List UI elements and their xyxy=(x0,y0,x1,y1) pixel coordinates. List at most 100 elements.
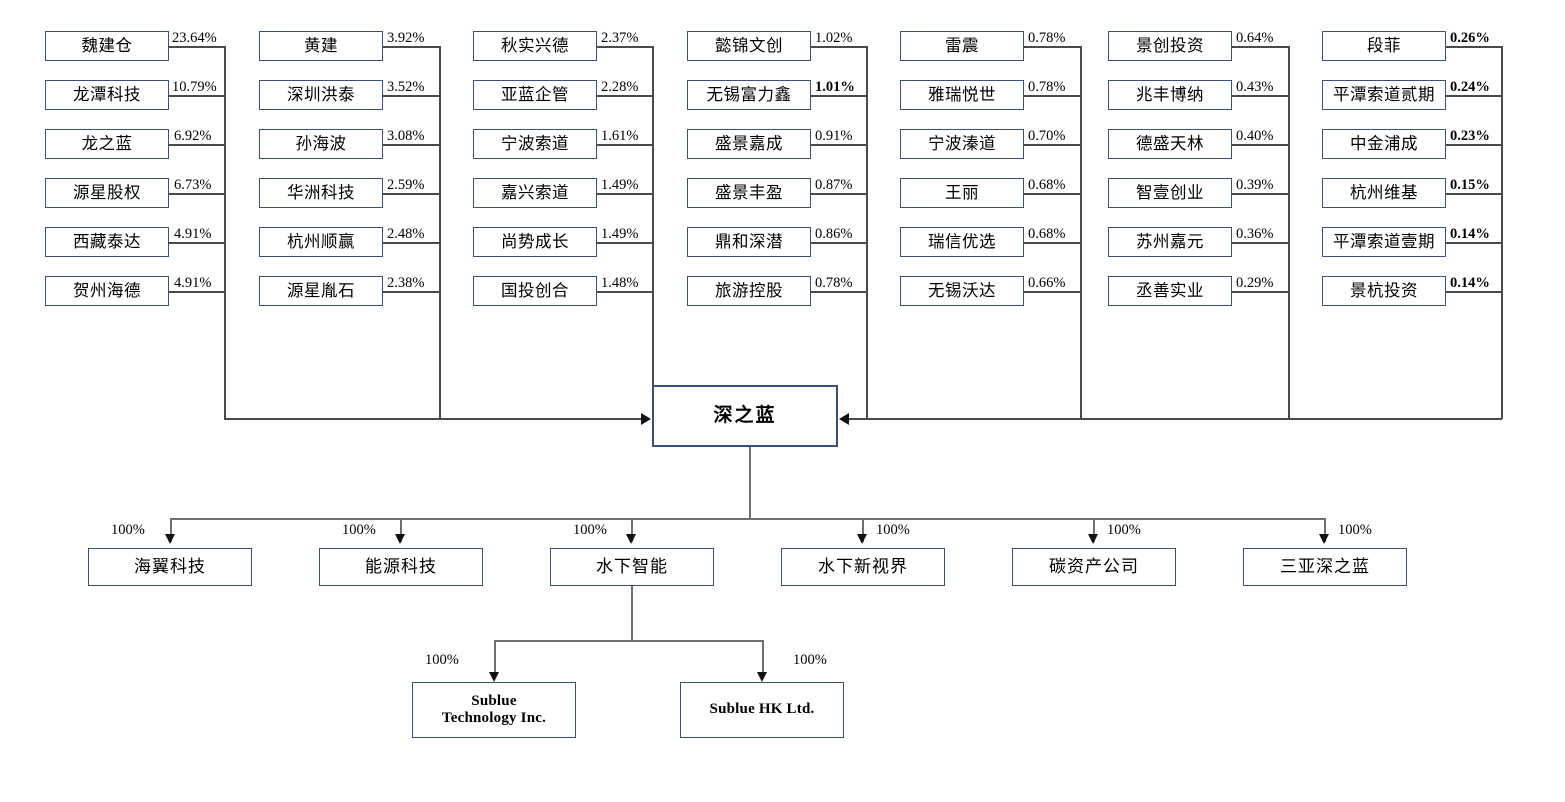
arrow-to-subsidiary xyxy=(626,534,636,544)
arrow-to-subsidiary xyxy=(1319,534,1329,544)
arrow-to-subsidiary xyxy=(165,534,175,544)
ownership-pct: 0.70% xyxy=(1028,128,1066,144)
ownership-pct: 3.08% xyxy=(387,128,425,144)
ownership-pct: 100% xyxy=(876,522,910,538)
shareholder-box[interactable]: 兆丰博纳 xyxy=(1108,80,1232,110)
ownership-pct: 0.78% xyxy=(1028,30,1066,46)
shareholder-box[interactable]: 国投创合 xyxy=(473,276,597,306)
ownership-pct: 0.26% xyxy=(1450,30,1490,46)
shareholder-box[interactable]: 黄建 xyxy=(259,31,383,61)
shareholder-box[interactable]: 丞善实业 xyxy=(1108,276,1232,306)
shareholder-box[interactable]: 源星股权 xyxy=(45,178,169,208)
ownership-pct: 10.79% xyxy=(172,79,217,95)
ownership-pct: 2.59% xyxy=(387,177,425,193)
shareholder-box[interactable]: 嘉兴索道 xyxy=(473,178,597,208)
shareholder-box[interactable]: 平潭索道贰期 xyxy=(1322,80,1446,110)
ownership-pct: 6.92% xyxy=(174,128,212,144)
leaf-company-box[interactable]: Sublue HK Ltd. xyxy=(680,682,844,738)
shareholder-box[interactable]: 中金浦成 xyxy=(1322,129,1446,159)
shareholder-box[interactable]: 景创投资 xyxy=(1108,31,1232,61)
leaf-company-line1: Sublue xyxy=(471,692,517,709)
ownership-pct: 100% xyxy=(1107,522,1141,538)
ownership-pct: 0.43% xyxy=(1236,79,1274,95)
shareholder-box[interactable]: 宁波索道 xyxy=(473,129,597,159)
ownership-pct: 0.29% xyxy=(1236,275,1274,291)
shareholder-box[interactable]: 秋实兴德 xyxy=(473,31,597,61)
arrow-into-center-left xyxy=(641,413,651,425)
ownership-pct: 100% xyxy=(1338,522,1372,538)
ownership-pct: 0.68% xyxy=(1028,226,1066,242)
ownership-pct: 2.28% xyxy=(601,79,639,95)
shareholder-box[interactable]: 无锡沃达 xyxy=(900,276,1024,306)
ownership-pct: 6.73% xyxy=(174,177,212,193)
subsidiary-box[interactable]: 海翼科技 xyxy=(88,548,252,586)
shareholder-box[interactable]: 段菲 xyxy=(1322,31,1446,61)
shareholder-box[interactable]: 懿锦文创 xyxy=(687,31,811,61)
shareholder-box[interactable]: 景杭投资 xyxy=(1322,276,1446,306)
shareholder-box[interactable]: 杭州维基 xyxy=(1322,178,1446,208)
ownership-pct: 0.23% xyxy=(1450,128,1490,144)
ownership-pct: 4.91% xyxy=(174,226,212,242)
shareholder-box[interactable]: 龙潭科技 xyxy=(45,80,169,110)
ownership-pct: 100% xyxy=(793,652,827,668)
ownership-pct: 0.15% xyxy=(1450,177,1490,193)
ownership-pct: 0.86% xyxy=(815,226,853,242)
shareholder-box[interactable]: 华洲科技 xyxy=(259,178,383,208)
shareholder-box[interactable]: 雅瑞悦世 xyxy=(900,80,1024,110)
shareholder-box[interactable]: 孙海波 xyxy=(259,129,383,159)
shareholder-box[interactable]: 德盛天林 xyxy=(1108,129,1232,159)
shareholder-box[interactable]: 西藏泰达 xyxy=(45,227,169,257)
ownership-pct: 0.24% xyxy=(1450,79,1490,95)
shareholder-box[interactable]: 无锡富力鑫 xyxy=(687,80,811,110)
shareholder-box[interactable]: 平潭索道壹期 xyxy=(1322,227,1446,257)
ownership-pct: 4.91% xyxy=(174,275,212,291)
shareholder-box[interactable]: 龙之蓝 xyxy=(45,129,169,159)
center-company-box[interactable]: 深之蓝 xyxy=(652,385,838,447)
ownership-pct: 23.64% xyxy=(172,30,217,46)
ownership-pct: 1.49% xyxy=(601,226,639,242)
shareholder-box[interactable]: 雷震 xyxy=(900,31,1024,61)
subsidiary-box[interactable]: 碳资产公司 xyxy=(1012,548,1176,586)
ownership-pct: 1.01% xyxy=(815,79,855,95)
ownership-pct: 100% xyxy=(111,522,145,538)
subsidiary-box[interactable]: 水下新视界 xyxy=(781,548,945,586)
arrow-to-subsidiary xyxy=(395,534,405,544)
ownership-pct: 0.68% xyxy=(1028,177,1066,193)
ownership-pct: 0.91% xyxy=(815,128,853,144)
arrow-into-center-right xyxy=(839,413,849,425)
shareholder-box[interactable]: 瑞信优选 xyxy=(900,227,1024,257)
shareholder-box[interactable]: 宁波溱道 xyxy=(900,129,1024,159)
subsidiary-box[interactable]: 三亚深之蓝 xyxy=(1243,548,1407,586)
ownership-pct: 2.48% xyxy=(387,226,425,242)
arrow-to-subsidiary xyxy=(857,534,867,544)
ownership-pct: 1.48% xyxy=(601,275,639,291)
shareholder-box[interactable]: 源星胤石 xyxy=(259,276,383,306)
shareholder-box[interactable]: 王丽 xyxy=(900,178,1024,208)
subsidiary-box[interactable]: 能源科技 xyxy=(319,548,483,586)
ownership-pct: 0.66% xyxy=(1028,275,1066,291)
shareholder-box[interactable]: 旅游控股 xyxy=(687,276,811,306)
shareholder-box[interactable]: 杭州顺赢 xyxy=(259,227,383,257)
shareholder-box[interactable]: 智壹创业 xyxy=(1108,178,1232,208)
ownership-pct: 0.14% xyxy=(1450,275,1490,291)
shareholder-box[interactable]: 尚势成长 xyxy=(473,227,597,257)
shareholder-box[interactable]: 鼎和深潜 xyxy=(687,227,811,257)
leaf-company-box[interactable]: Sublue Technology Inc. xyxy=(412,682,576,738)
shareholder-box[interactable]: 魏建仓 xyxy=(45,31,169,61)
subsidiary-box[interactable]: 水下智能 xyxy=(550,548,714,586)
leaf-company-line2: Technology Inc. xyxy=(441,710,547,726)
arrow-to-leaf xyxy=(757,672,767,682)
ownership-pct: 3.52% xyxy=(387,79,425,95)
shareholder-box[interactable]: 苏州嘉元 xyxy=(1108,227,1232,257)
shareholder-box[interactable]: 盛景嘉成 xyxy=(687,129,811,159)
ownership-pct: 0.40% xyxy=(1236,128,1274,144)
shareholder-box[interactable]: 深圳洪泰 xyxy=(259,80,383,110)
shareholder-box[interactable]: 贺州海德 xyxy=(45,276,169,306)
ownership-pct: 2.38% xyxy=(387,275,425,291)
shareholder-box[interactable]: 亚蓝企管 xyxy=(473,80,597,110)
shareholder-box[interactable]: 盛景丰盈 xyxy=(687,178,811,208)
ownership-pct: 100% xyxy=(573,522,607,538)
ownership-pct: 3.92% xyxy=(387,30,425,46)
ownership-pct: 0.64% xyxy=(1236,30,1274,46)
